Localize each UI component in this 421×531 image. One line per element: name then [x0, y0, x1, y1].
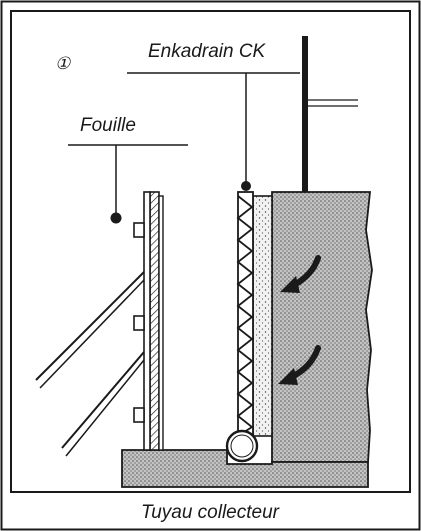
soldier-pile	[143, 191, 151, 451]
label-enkadrain: Enkadrain CK	[148, 41, 267, 62]
filter-layer	[252, 195, 273, 437]
flow-arrow-icon	[280, 255, 321, 293]
sheeting-board	[149, 191, 160, 451]
strut	[39, 279, 145, 389]
strut	[61, 351, 145, 449]
vertical-post	[302, 36, 308, 194]
flow-arrow-icon	[278, 345, 321, 385]
strut	[35, 271, 145, 381]
figure-number: ①	[55, 54, 71, 73]
waler-cleat	[133, 222, 145, 238]
label-fouille-dot	[110, 212, 122, 224]
label-tuyau-collecteur: Tuyau collecteur	[141, 502, 280, 523]
strut	[65, 359, 145, 457]
label-fouille: Fouille	[80, 115, 136, 136]
soil-backfill	[271, 191, 373, 463]
collector-pipe-inner	[230, 434, 254, 458]
label-enkadrain-dot	[241, 181, 251, 191]
foundation-slab	[121, 449, 369, 488]
enkadrain-zigzag	[236, 195, 254, 437]
waler-cleat	[133, 407, 145, 423]
waler-cleat	[133, 315, 145, 331]
sheeting-inner-board	[158, 195, 164, 451]
